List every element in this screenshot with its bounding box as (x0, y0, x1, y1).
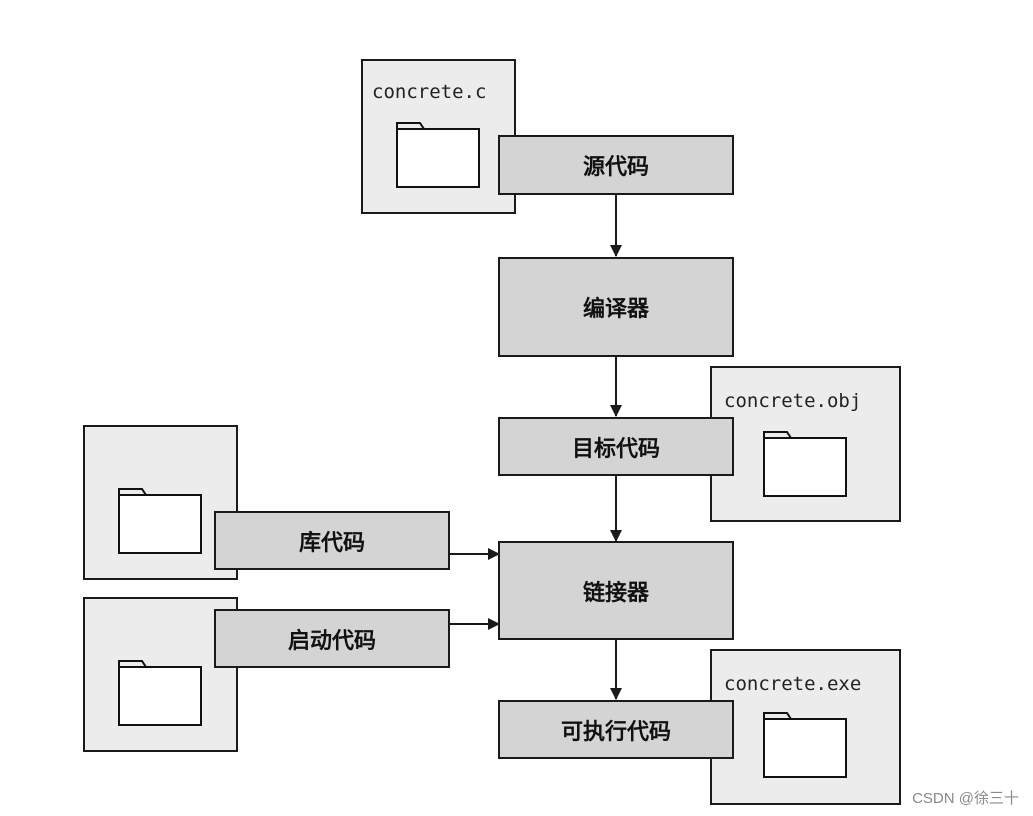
folder-icon (118, 660, 202, 726)
folder-icon (396, 122, 480, 188)
object-code-box: 目标代码 (498, 417, 734, 476)
watermark: CSDN @徐三十 (912, 790, 1019, 807)
folder-icon (763, 431, 847, 497)
linker-box: 链接器 (498, 541, 734, 640)
object-file-name: concrete.obj (724, 390, 862, 412)
startup-code-box: 启动代码 (214, 609, 450, 668)
executable-code-box: 可执行代码 (498, 700, 734, 759)
exe-file-name: concrete.exe (724, 673, 862, 695)
exe-file-panel: concrete.exe (710, 649, 901, 805)
folder-icon (118, 488, 202, 554)
compiler-box: 编译器 (498, 257, 734, 357)
source-file-name: concrete.c (372, 81, 487, 103)
startup-file-panel (83, 597, 238, 752)
folder-icon (763, 712, 847, 778)
library-file-panel (83, 425, 238, 580)
source-code-box: 源代码 (498, 135, 734, 195)
source-file-panel: concrete.c (361, 59, 516, 214)
library-code-box: 库代码 (214, 511, 450, 570)
object-file-panel: concrete.obj (710, 366, 901, 522)
